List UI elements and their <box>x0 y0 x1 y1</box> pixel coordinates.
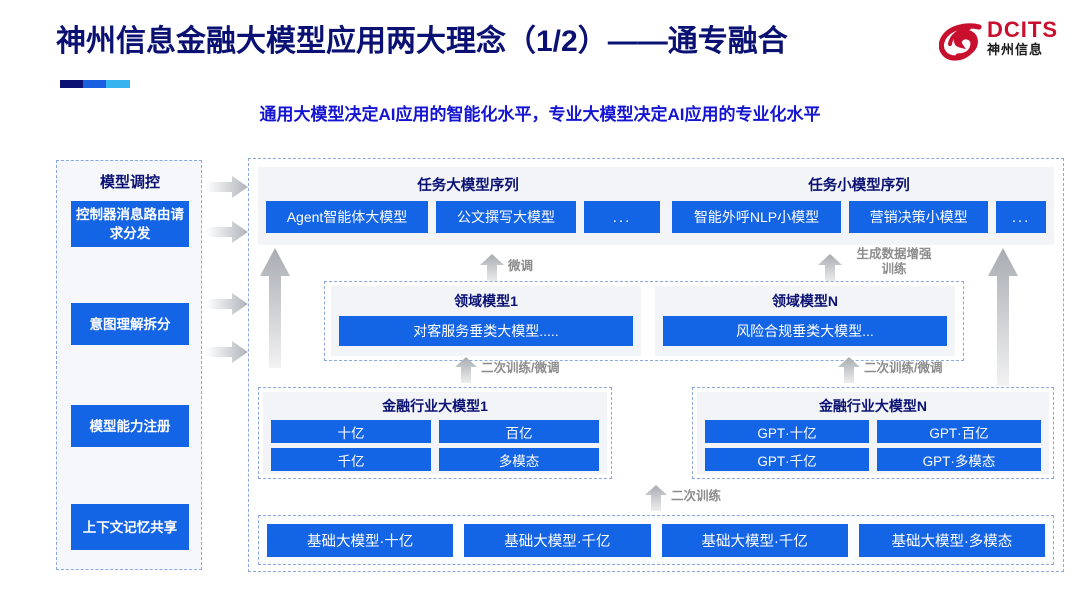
chip-base-hundred-billion-1[interactable]: 基础大模型·千亿 <box>464 524 651 557</box>
arrow-label-data-aug-line1: 生成数据增强 <box>856 247 932 261</box>
base-model-container: 基础大模型·十亿 基础大模型·千亿 基础大模型·千亿 基础大模型·多模态 <box>258 515 1054 565</box>
industry-model-1-container: 金融行业大模型1 十亿 百亿 千亿 多模态 <box>258 387 612 479</box>
arrow-label-data-aug-line2: 训练 <box>881 262 907 276</box>
arrow-up-icon-retrain-left <box>455 357 477 383</box>
industry-model-n-card: 金融行业大模型N GPT·十亿 GPT·百亿 GPT·千亿 GPT·多模态 <box>697 392 1049 474</box>
arrow-label-retrain-left: 二次训练/微调 <box>481 361 560 375</box>
industry-model-1-chip-grid: 十亿 百亿 千亿 多模态 <box>263 416 607 471</box>
domain-model-container: 领域模型1 对客服务垂类大模型..... 领域模型N 风险合规垂类大模型... <box>324 281 964 361</box>
industry-model-1-card: 金融行业大模型1 十亿 百亿 千亿 多模态 <box>263 392 607 474</box>
arrow-label-retrain-right: 二次训练/微调 <box>864 361 943 375</box>
arrow-right-icon-1 <box>206 176 248 198</box>
chip-base-hundred-billion-2[interactable]: 基础大模型·千亿 <box>661 524 848 557</box>
chip-fin1-billion[interactable]: 十亿 <box>271 420 431 443</box>
base-model-chip-row: 基础大模型·十亿 基础大模型·千亿 基础大模型·千亿 基础大模型·多模态 <box>259 516 1053 565</box>
industry-model-n-chip-grid: GPT·十亿 GPT·百亿 GPT·千亿 GPT·多模态 <box>697 416 1049 471</box>
industry-model-n-title: 金融行业大模型N <box>818 398 928 414</box>
chip-outbound-nlp-small-model[interactable]: 智能外呼NLP小模型 <box>672 201 842 233</box>
domain-model-n-card: 领域模型N 风险合规垂类大模型... <box>655 286 955 356</box>
domain-model-1-title: 领域模型1 <box>454 293 518 309</box>
chip-customer-service-vertical-model[interactable]: 对客服务垂类大模型..... <box>339 316 633 346</box>
domain-model-1-card: 领域模型1 对客服务垂类大模型..... <box>331 286 641 356</box>
arrow-right-icon-4 <box>206 341 248 363</box>
page-subtitle: 通用大模型决定AI应用的智能化水平，专业大模型决定AI应用的专业化水平 <box>259 105 821 124</box>
industry-model-1-title: 金融行业大模型1 <box>382 398 488 414</box>
arrow-label-retrain-base: 二次训练 <box>671 489 722 503</box>
chip-fin1-ten-billion[interactable]: 百亿 <box>439 420 599 443</box>
task-large-model-sequence-card: 任务大模型序列 Agent智能体大模型 公文撰写大模型 ... <box>258 167 678 245</box>
chip-task-large-more[interactable]: ... <box>584 201 660 233</box>
arrow-up-icon-right-tall <box>988 248 1018 386</box>
task-large-model-chip-row: Agent智能体大模型 公文撰写大模型 ... <box>258 195 678 241</box>
arrow-label-fine-tune: 微调 <box>508 259 534 273</box>
company-logo: DCITS 神州信息 <box>939 16 1064 74</box>
model-control-title: 模型调控 <box>99 174 160 191</box>
control-item-intent-parsing[interactable]: 意图理解拆分 <box>71 303 189 345</box>
industry-model-n-container: 金融行业大模型N GPT·十亿 GPT·百亿 GPT·千亿 GPT·多模态 <box>692 387 1054 479</box>
arrow-right-icon-3 <box>206 293 248 315</box>
arrow-up-icon-left-tall <box>260 248 290 368</box>
arrow-up-icon-data-augmentation <box>818 254 842 282</box>
control-item-router-dispatch[interactable]: 控制器消息路由请求分发 <box>71 201 189 247</box>
chip-finn-gpt-billion[interactable]: GPT·十亿 <box>705 420 869 443</box>
dcits-swirl-logo-icon <box>939 23 982 61</box>
chip-fin1-multimodal[interactable]: 多模态 <box>439 448 599 471</box>
chip-task-small-more[interactable]: ... <box>996 201 1046 233</box>
task-large-model-sequence-title: 任务大模型序列 <box>417 178 519 194</box>
model-control-panel: 模型调控 控制器消息路由请求分发 意图理解拆分 模型能力注册 上下文记忆共享 <box>56 160 202 570</box>
chip-finn-gpt-ten-billion[interactable]: GPT·百亿 <box>877 420 1041 443</box>
chip-finn-gpt-multimodal[interactable]: GPT·多模态 <box>877 448 1041 471</box>
arrow-label-data-augmentation: 生成数据增强 训练 <box>846 247 942 277</box>
domain-model-n-title: 领域模型N <box>771 293 839 309</box>
page-title: 神州信息金融大模型应用两大理念（1/2）——通专融合 <box>56 25 788 58</box>
task-small-model-chip-row: 智能外呼NLP小模型 营销决策小模型 ... <box>664 195 1054 241</box>
control-item-context-memory[interactable]: 上下文记忆共享 <box>71 504 189 550</box>
task-small-model-sequence-card: 任务小模型序列 智能外呼NLP小模型 营销决策小模型 ... <box>664 167 1054 245</box>
chip-marketing-decision-small-model[interactable]: 营销决策小模型 <box>849 201 989 233</box>
arrow-right-icon-2 <box>206 221 248 243</box>
task-small-model-sequence-title: 任务小模型序列 <box>808 178 910 194</box>
logo-cn-text: 神州信息 <box>987 42 1044 57</box>
arrow-up-icon-retrain-base <box>645 485 667 511</box>
logo-text: DCITS 神州信息 <box>987 18 1058 58</box>
chip-base-multimodal[interactable]: 基础大模型·多模态 <box>858 524 1045 557</box>
logo-en-text: DCITS <box>987 17 1058 42</box>
chip-fin1-hundred-billion[interactable]: 千亿 <box>271 448 431 471</box>
chip-agent-large-model[interactable]: Agent智能体大模型 <box>266 201 428 233</box>
chip-document-writing-large-model[interactable]: 公文撰写大模型 <box>436 201 576 233</box>
control-item-capability-registry[interactable]: 模型能力注册 <box>71 405 189 447</box>
chip-base-billion[interactable]: 基础大模型·十亿 <box>267 524 454 557</box>
arrow-up-icon-retrain-right <box>838 357 860 383</box>
chip-risk-compliance-vertical-model[interactable]: 风险合规垂类大模型... <box>663 316 947 346</box>
arrow-up-icon-fine-tune <box>480 254 504 282</box>
title-underline-bar <box>60 80 130 88</box>
chip-finn-gpt-hundred-billion[interactable]: GPT·千亿 <box>705 448 869 471</box>
